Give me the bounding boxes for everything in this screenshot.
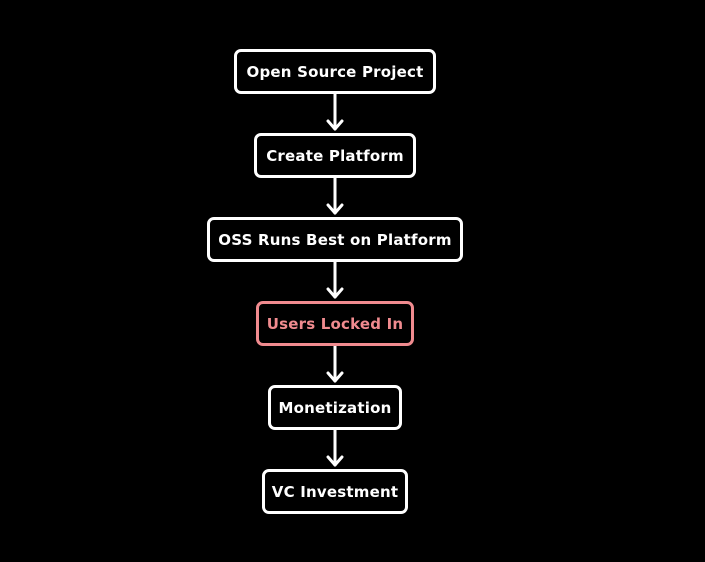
node-label: Users Locked In: [266, 314, 404, 333]
arrow-2-to-3: [326, 176, 344, 215]
node-oss-runs-best: OSS Runs Best on Platform: [207, 217, 463, 262]
arrow-5-to-6: [326, 428, 344, 467]
node-label: VC Investment: [271, 482, 399, 501]
node-label: Monetization: [278, 398, 392, 417]
node-label: OSS Runs Best on Platform: [218, 230, 452, 249]
node-vc-investment: VC Investment: [262, 469, 408, 514]
arrow-4-to-5: [326, 344, 344, 383]
node-label: Open Source Project: [246, 62, 424, 81]
node-open-source-project: Open Source Project: [234, 49, 436, 94]
arrow-1-to-2: [326, 92, 344, 131]
node-users-locked-in: Users Locked In: [256, 301, 414, 346]
node-monetization: Monetization: [268, 385, 402, 430]
node-label: Create Platform: [266, 146, 404, 165]
arrow-3-to-4: [326, 260, 344, 299]
node-create-platform: Create Platform: [254, 133, 416, 178]
